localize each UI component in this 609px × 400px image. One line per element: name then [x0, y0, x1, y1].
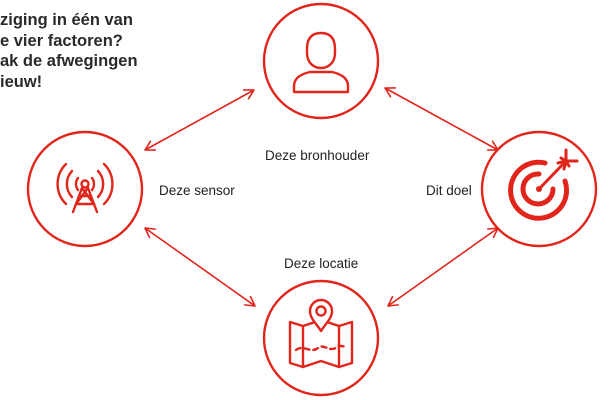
label-sensor: Deze sensor: [159, 183, 235, 198]
antenna-icon: [56, 162, 114, 214]
node-doel: [480, 130, 598, 248]
arrow-bronhouder-sensor: [144, 89, 255, 151]
arrow-doel-locatie: [387, 227, 499, 307]
node-sensor: [26, 130, 144, 248]
label-locatie: Deze locatie: [284, 256, 359, 271]
label-doel: Dit doel: [426, 183, 472, 198]
note-line: ieuw!: [0, 72, 43, 91]
note-line: e vier factoren?: [0, 31, 123, 50]
question-note: ziging in één van e vier factoren? ak de…: [0, 10, 240, 92]
target-icon: [508, 148, 579, 221]
node-bronhouder: [262, 2, 380, 120]
map-pin-icon: [288, 298, 354, 369]
arrow-sensor-locatie: [144, 227, 256, 307]
note-line: ziging in één van: [0, 11, 133, 29]
label-bronhouder: Deze bronhouder: [265, 148, 370, 163]
note-line: ak de afwegingen: [0, 52, 138, 70]
person-icon: [292, 31, 350, 94]
node-locatie: [262, 279, 380, 397]
arrow-bronhouder-doel: [384, 87, 499, 151]
